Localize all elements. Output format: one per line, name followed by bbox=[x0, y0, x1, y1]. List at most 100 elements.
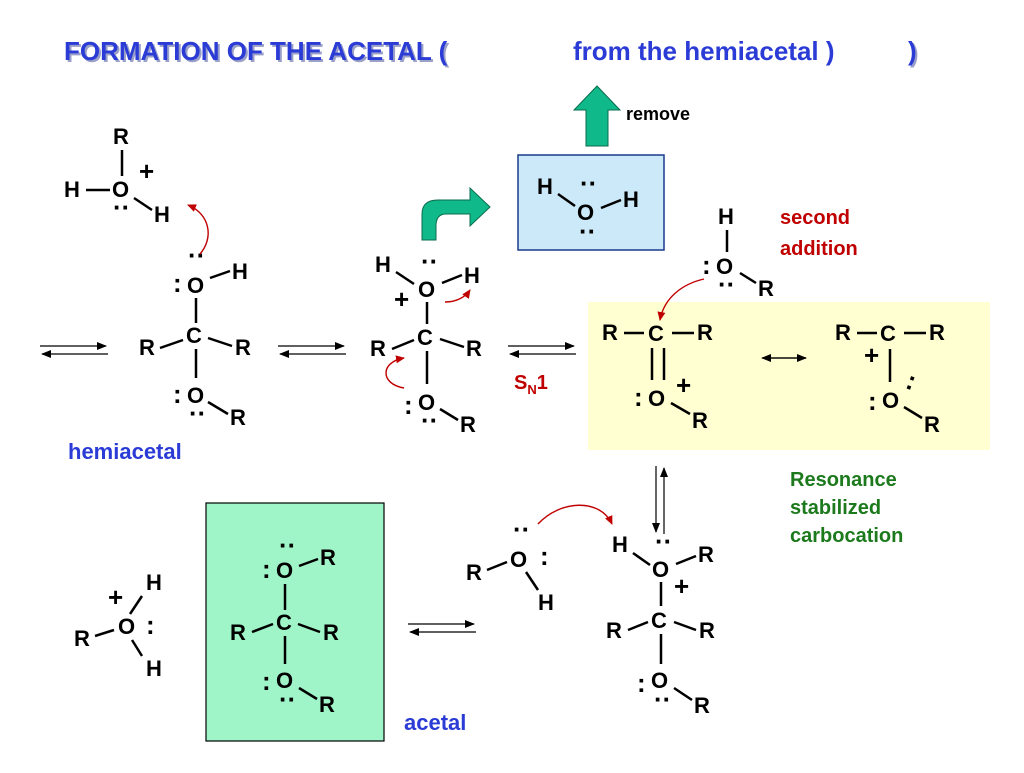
label-remove: remove bbox=[626, 104, 690, 124]
atom-c: C bbox=[186, 323, 202, 348]
atom-o: O bbox=[577, 200, 594, 225]
bond bbox=[673, 686, 693, 702]
bond bbox=[207, 336, 233, 348]
bond bbox=[94, 628, 115, 638]
title-shadow: FORMATION OF THE ACETAL ( bbox=[66, 38, 450, 68]
bond bbox=[207, 400, 229, 416]
atom-h: H bbox=[623, 187, 639, 212]
atom-o: O bbox=[418, 277, 435, 302]
curved-arrow bbox=[657, 278, 705, 321]
lone-pair: ·· bbox=[279, 530, 296, 560]
protonated-alcohol: + H O : R H bbox=[74, 570, 162, 681]
atom-r: R bbox=[74, 626, 90, 651]
atom-h: H bbox=[146, 656, 162, 681]
curved-arrow bbox=[385, 355, 405, 389]
water-molecule: H ·· O H ·· bbox=[537, 168, 639, 246]
label-stabilized: stabilized bbox=[790, 497, 881, 519]
equilibrium-arrow bbox=[278, 342, 346, 358]
lone-pair: : bbox=[404, 390, 413, 420]
atom-o: O bbox=[112, 177, 129, 202]
lone-pair: ·· bbox=[654, 684, 671, 714]
atom-o: O bbox=[882, 388, 899, 413]
atom-h: H bbox=[375, 252, 391, 277]
acetal-box bbox=[205, 502, 385, 742]
atom-r: R bbox=[370, 336, 386, 361]
atom-c: C bbox=[880, 321, 896, 346]
bond bbox=[675, 554, 697, 566]
bond bbox=[600, 198, 622, 210]
lone-pair: ·· bbox=[421, 405, 438, 435]
atom-r: R bbox=[699, 618, 715, 643]
lone-pair: : bbox=[868, 386, 877, 416]
positive-charge: + bbox=[139, 156, 154, 186]
atom-r: R bbox=[319, 692, 335, 717]
atom-o: O bbox=[187, 383, 204, 408]
lone-pair: : bbox=[173, 268, 182, 298]
atom-c: C bbox=[651, 608, 667, 633]
bond bbox=[251, 622, 274, 634]
bond bbox=[209, 269, 231, 280]
bond bbox=[391, 338, 415, 351]
bond bbox=[441, 273, 463, 285]
atom-r: R bbox=[929, 320, 945, 345]
protonated-hemiacetal: H ·· O H + R C R : O ·· R bbox=[370, 246, 482, 437]
label-resonance: Resonance bbox=[790, 469, 897, 491]
atom-h: H bbox=[64, 177, 80, 202]
bond bbox=[297, 622, 321, 634]
carbocation-box bbox=[588, 302, 990, 450]
bond bbox=[439, 337, 465, 349]
atom-r: R bbox=[694, 693, 710, 718]
page-title: FORMATION OF THE ACETAL ( FORMATION OF T… bbox=[64, 36, 919, 68]
atom-r: R bbox=[466, 336, 482, 361]
atom-c: C bbox=[276, 610, 292, 635]
atom-h: H bbox=[464, 263, 480, 288]
atom-r: R bbox=[924, 412, 940, 437]
atom-r: R bbox=[606, 618, 622, 643]
curved-arrow bbox=[444, 289, 471, 303]
bond bbox=[159, 338, 184, 350]
title-sub: from the hemiacetal ) bbox=[573, 36, 835, 66]
bond bbox=[524, 571, 540, 591]
hemiacetal-structure: ·· : O H R C R : O ·· R bbox=[139, 204, 251, 430]
bond bbox=[439, 407, 459, 422]
lone-pair: ·· bbox=[580, 168, 597, 198]
atom-r: R bbox=[320, 545, 336, 570]
positive-charge: + bbox=[674, 571, 689, 601]
bond bbox=[298, 686, 318, 701]
protonated-reagent: R + H O ·· H bbox=[64, 124, 170, 227]
bond bbox=[739, 271, 757, 285]
atom-o: O bbox=[716, 254, 733, 279]
atom-r: R bbox=[460, 412, 476, 437]
curved-arrow bbox=[537, 504, 613, 525]
atom-r: R bbox=[697, 320, 713, 345]
positive-charge: + bbox=[394, 284, 409, 314]
equilibrium-arrow bbox=[508, 342, 576, 358]
atom-o: O bbox=[418, 390, 435, 415]
lone-pair: : bbox=[634, 382, 643, 412]
atom-h: H bbox=[232, 259, 248, 284]
oxocarbenium-form: R C R : O + R bbox=[602, 320, 713, 433]
equilibrium-arrow-vertical bbox=[652, 466, 668, 534]
atom-r: R bbox=[692, 408, 708, 433]
atom-r: R bbox=[230, 405, 246, 430]
atom-h: H bbox=[718, 204, 734, 229]
atom-r: R bbox=[602, 320, 618, 345]
bond bbox=[627, 620, 649, 632]
atom-o: O bbox=[276, 668, 293, 693]
lone-pair: : bbox=[702, 250, 711, 280]
lone-pair: ·· bbox=[113, 192, 130, 222]
acetal-structure: ·· : O R R C R : O ·· R bbox=[230, 530, 339, 717]
lone-pair: ·· bbox=[279, 684, 296, 714]
atom-h: H bbox=[154, 202, 170, 227]
title-close: ) bbox=[908, 36, 917, 66]
lone-pair: : bbox=[637, 668, 646, 698]
bond bbox=[673, 620, 697, 632]
curved-arrow bbox=[187, 204, 209, 255]
lone-pair: : bbox=[146, 610, 155, 640]
atom-o: O bbox=[652, 557, 669, 582]
title-close-shadow: ) bbox=[910, 38, 919, 68]
attacking-alcohol: H : O ·· R bbox=[702, 204, 774, 301]
leaving-group-arrow bbox=[421, 186, 491, 241]
